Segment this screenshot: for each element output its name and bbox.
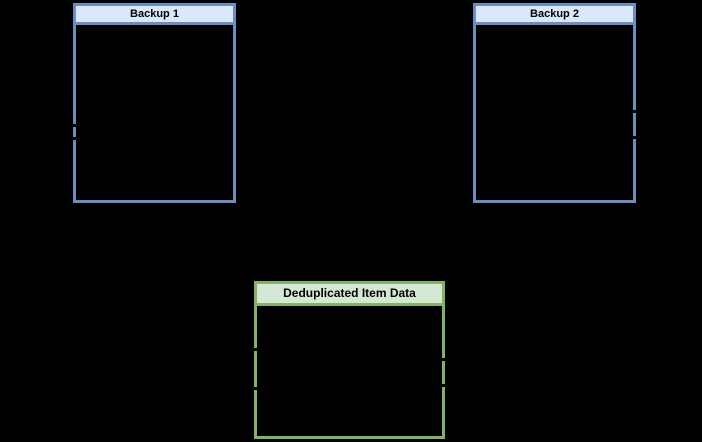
deduplicated-item-data-box: Deduplicated Item Data — [254, 281, 445, 439]
connector-stub-dedup-right-1 — [439, 358, 445, 361]
connector-stub-backup1-left-1 — [72, 124, 78, 127]
connector-stub-backup2-right-1 — [632, 110, 638, 113]
deduplicated-item-data-header: Deduplicated Item Data — [257, 284, 442, 306]
backup-1-body — [76, 25, 233, 200]
backup-2-title: Backup 2 — [530, 8, 579, 20]
deduplicated-item-data-body — [257, 306, 442, 436]
connector-stub-dedup-left-2 — [251, 387, 257, 390]
backup-1-box: Backup 1 — [73, 3, 236, 203]
backup-1-header: Backup 1 — [76, 6, 233, 25]
connector-stub-dedup-right-2 — [439, 384, 445, 387]
backup-2-box: Backup 2 — [473, 3, 636, 203]
backup-2-header: Backup 2 — [476, 6, 633, 25]
backup-2-body — [476, 25, 633, 200]
connector-stub-backup1-left-2 — [72, 137, 78, 140]
connector-stub-dedup-left-1 — [251, 348, 257, 351]
backup-1-title: Backup 1 — [130, 8, 179, 20]
connector-stub-backup2-right-2 — [632, 136, 638, 139]
deduplicated-item-data-title: Deduplicated Item Data — [283, 286, 416, 300]
